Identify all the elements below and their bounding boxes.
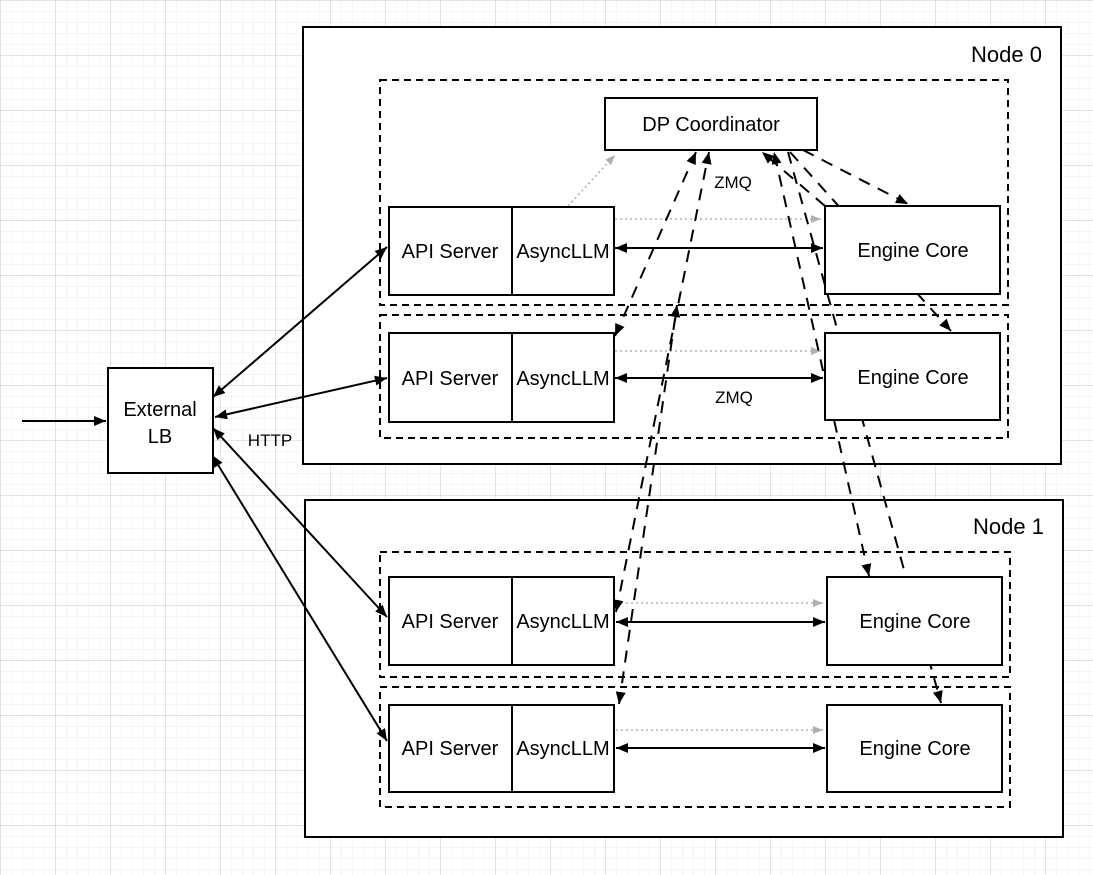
labels: Node 0 Node 1 DP Coordinator External LB… xyxy=(123,42,1044,760)
n0r0-engine-core-box xyxy=(824,205,1001,295)
component-boxes xyxy=(107,97,1003,793)
n1r1-llm-label: AsyncLLM xyxy=(516,738,609,760)
n1r1-api-label: API Server xyxy=(402,738,499,760)
n0r1-engine-label: Engine Core xyxy=(857,367,968,389)
edges xyxy=(22,149,952,753)
node0-label: Node 0 xyxy=(971,42,1042,67)
n0r1-engine-core-box xyxy=(824,332,1001,421)
node1-row1-dashed-container xyxy=(379,686,1011,808)
n0r0-llm-label: AsyncLLM xyxy=(516,241,609,263)
n0r1-llm-label: AsyncLLM xyxy=(516,368,609,390)
external-lb-label-line1: External xyxy=(123,399,196,421)
zmq-label-row0: ZMQ xyxy=(714,173,752,192)
edge-lb-n0r0-api xyxy=(212,246,388,398)
dp-coordinator-label: DP Coordinator xyxy=(642,114,780,136)
n1r0-api-asyncllm-box xyxy=(388,576,615,666)
external-lb-box xyxy=(107,367,214,474)
n1r0-engine-core-box xyxy=(826,576,1003,666)
n1r1-engine-label: Engine Core xyxy=(859,738,970,760)
edge-dashed-coordinator-n1r0-engine xyxy=(771,151,872,577)
node1-label: Node 1 xyxy=(973,514,1044,539)
n1r1-api-asyncllm-box xyxy=(388,704,615,793)
n1r1-engine-core-box xyxy=(826,704,1003,793)
n0r1-api-label: API Server xyxy=(402,368,499,390)
n0r1-api-asyncllm-box xyxy=(388,332,615,423)
dp-coordinator-box xyxy=(604,97,818,151)
n0r0-api-label: API Server xyxy=(402,241,499,263)
edge-lb-n0r1-api xyxy=(214,375,388,420)
n0r0-engine-label: Engine Core xyxy=(857,240,968,262)
edge-dashed-n1r1-asyncllm-up xyxy=(615,304,681,705)
n1r0-llm-label: AsyncLLM xyxy=(516,611,609,633)
n0r0-api-asyncllm-box xyxy=(388,206,615,296)
edge-dotted-asyncllm0-coordinator xyxy=(567,154,616,207)
zmq-label-row1: ZMQ xyxy=(715,388,753,407)
n1r0-api-label: API Server xyxy=(402,611,499,633)
edge-lb-n1r1-api xyxy=(211,454,388,742)
edge-dashed-coordinator-n1r1-engine xyxy=(787,151,943,704)
n1r0-engine-label: Engine Core xyxy=(859,611,970,633)
edge-dashed-coordinator-n0r1-engine xyxy=(789,151,952,332)
external-lb-label-line2: LB xyxy=(148,426,172,448)
http-label: HTTP xyxy=(248,431,292,450)
